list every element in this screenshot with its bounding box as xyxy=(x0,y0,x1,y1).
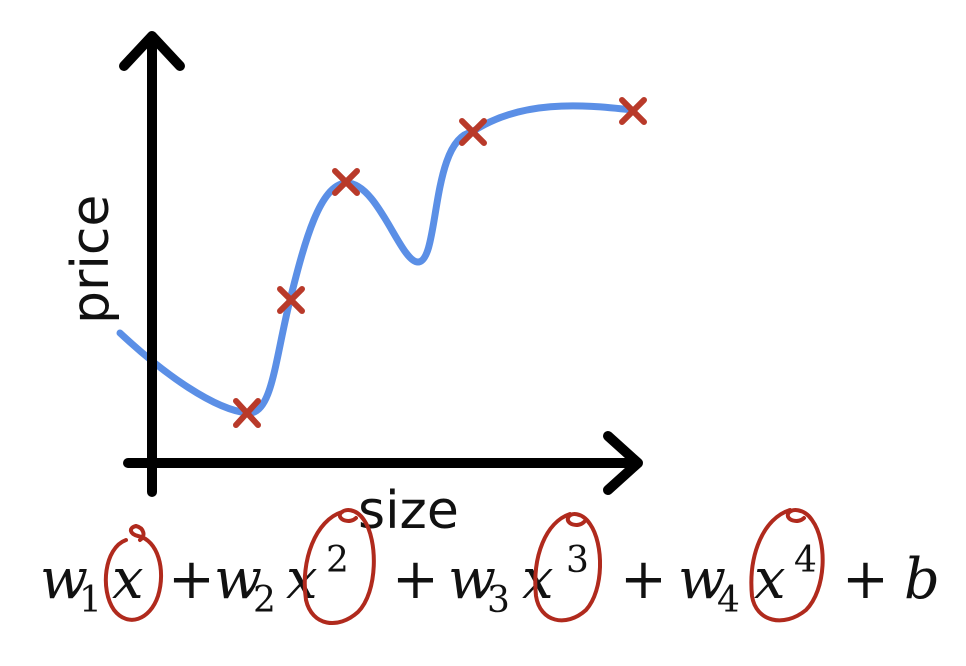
term-1-coefficient: w xyxy=(40,547,88,612)
data-point-marker xyxy=(459,118,487,146)
plus-sign-3: + xyxy=(620,547,667,612)
term-2-variable: x xyxy=(286,547,318,612)
feature-circle-annotations xyxy=(103,508,825,625)
circle-annotation-x-squared xyxy=(302,508,376,625)
circle-annotation-x-cubed xyxy=(533,512,602,623)
term-1-subscript: 1 xyxy=(79,580,102,621)
data-point-marker xyxy=(233,398,261,428)
term-4-subscript: 4 xyxy=(717,580,740,621)
circle-annotation-x xyxy=(103,523,164,622)
x-axis-arrowhead xyxy=(603,431,643,495)
term-3-power: 3 xyxy=(566,540,589,581)
x-axis-label: size xyxy=(358,481,459,541)
plus-sign-4: + xyxy=(842,547,889,612)
circle-annotation-x-fourth xyxy=(749,508,825,623)
term-2-coefficient: w xyxy=(214,547,262,612)
term-4-variable: x xyxy=(754,547,786,612)
plus-sign-2: + xyxy=(392,547,439,612)
term-1-variable: x xyxy=(112,547,144,612)
data-points xyxy=(233,97,647,428)
term-3-coefficient: w xyxy=(448,547,496,612)
term-4-power: 4 xyxy=(794,540,817,581)
data-point-marker xyxy=(619,97,647,125)
fitted-curve xyxy=(116,102,636,417)
term-3-subscript: 3 xyxy=(487,580,510,621)
bias-term: b xyxy=(904,547,940,612)
plus-sign-1: + xyxy=(168,547,215,612)
term-2-subscript: 2 xyxy=(253,580,276,621)
data-point-marker xyxy=(277,286,305,314)
y-axis-arrowhead xyxy=(119,31,185,71)
term-4-coefficient: w xyxy=(678,547,726,612)
y-axis-label: price xyxy=(61,195,121,324)
term-2-power: 2 xyxy=(326,540,349,581)
data-point-marker xyxy=(332,168,360,196)
